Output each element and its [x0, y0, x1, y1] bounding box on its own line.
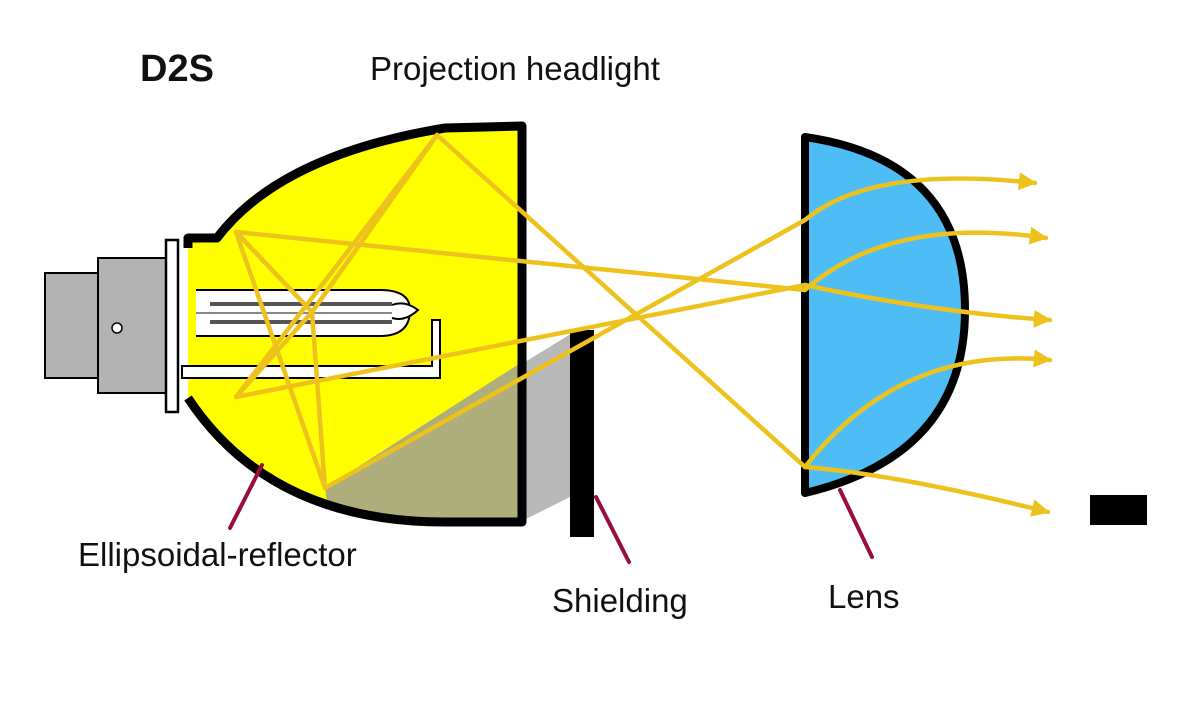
diagram-title: Projection headlight	[370, 50, 660, 87]
lens-label: Lens	[828, 578, 900, 615]
reflector-light-rays	[233, 132, 808, 491]
lamp-base-front	[97, 257, 167, 394]
shadow-region	[520, 332, 574, 522]
exit-light-rays	[802, 172, 1053, 517]
leader-shielding	[594, 495, 631, 564]
lamp-flange	[164, 238, 180, 414]
leader-lines	[228, 463, 874, 564]
reflector-label: Ellipsoidal-reflector	[78, 536, 357, 573]
lamp-base-rear	[44, 272, 99, 379]
leader-reflector	[228, 463, 264, 530]
leader-lens	[838, 488, 874, 559]
reflector-outline	[183, 121, 527, 527]
reflector-shadow-area	[325, 362, 522, 522]
burner-end-pinch	[391, 302, 420, 320]
lamp-type-label: D2S	[140, 48, 214, 90]
return-wire	[181, 319, 441, 379]
shielding-plate	[570, 330, 594, 537]
lamp-base-pin-icon	[111, 322, 123, 334]
projected-shield-image	[1090, 495, 1147, 525]
shielding-label: Shielding	[552, 582, 688, 619]
